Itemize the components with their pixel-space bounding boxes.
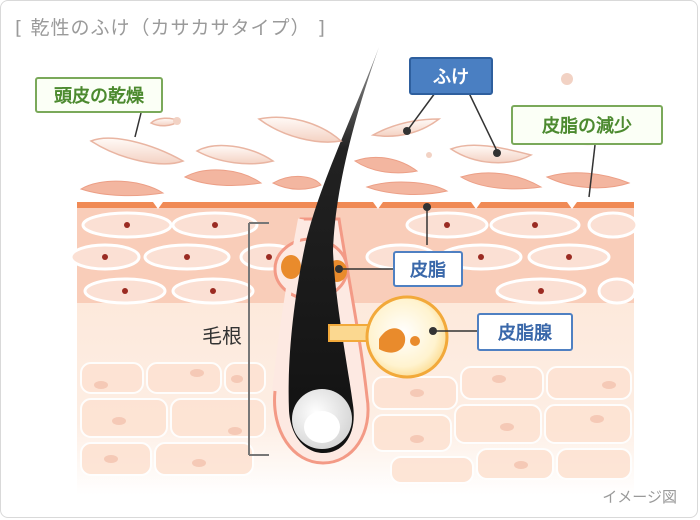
skin-surface-line <box>77 202 634 208</box>
label-sebum: 皮脂 <box>393 251 463 287</box>
leader-lines <box>134 92 596 332</box>
image-caption: イメージ図 <box>602 488 677 506</box>
gland-sebum <box>379 328 406 353</box>
label-hair-root: 毛根 <box>202 323 242 348</box>
sebaceous-gland <box>365 295 449 379</box>
epidermis-cell-nuclei <box>102 222 572 294</box>
hair-shaft <box>288 47 379 453</box>
dermis-cell-nuclei <box>94 369 616 469</box>
leader-dots <box>335 127 501 335</box>
label-sebum-decrease: 皮脂の減少 <box>511 105 663 145</box>
surface-notches <box>153 202 577 209</box>
hair-root-bracket <box>248 222 269 456</box>
label-dandruff: ふけ <box>409 57 493 95</box>
diagram-title: [ 乾性のふけ（カサカサタイプ） ] <box>15 17 326 39</box>
sebum-blob-left <box>281 255 301 279</box>
label-sebaceous-gland: 皮脂腺 <box>477 313 573 351</box>
label-dry-scalp: 頭皮の乾燥 <box>35 77 163 113</box>
peeling-flakes <box>79 156 631 197</box>
